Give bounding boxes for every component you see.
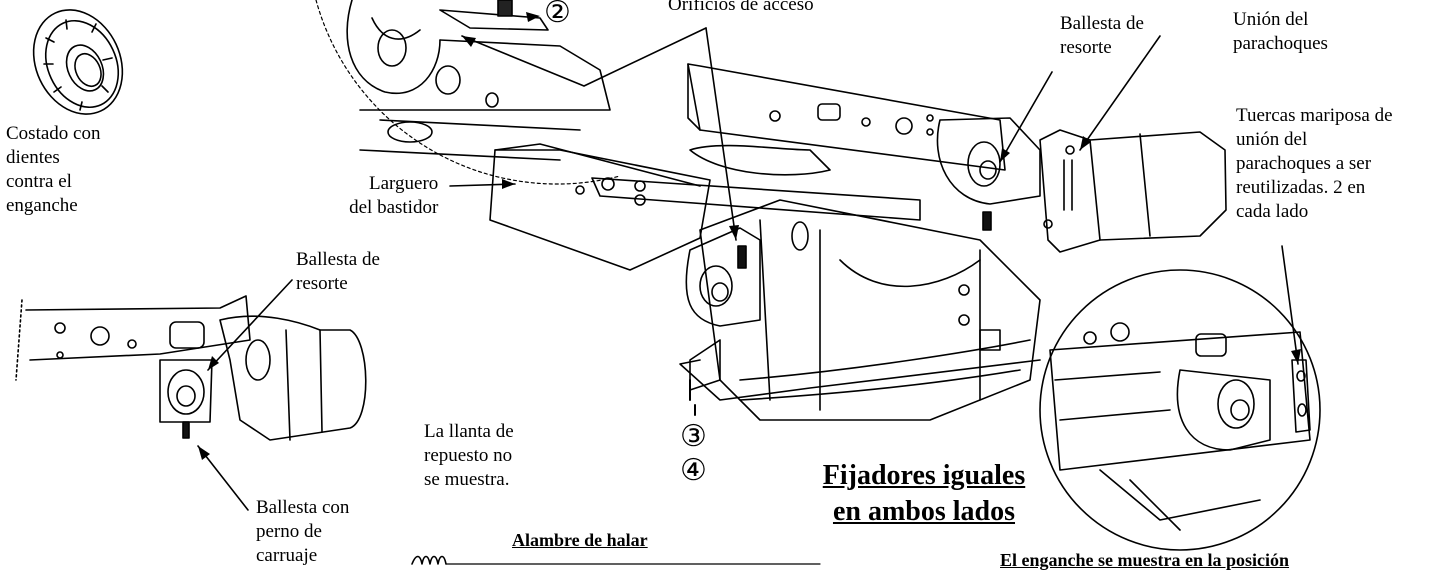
same-fasteners-title: Fijadores iguales en ambos lados bbox=[822, 460, 1026, 527]
spare-tire-note: La llanta de repuesto no se muestra. bbox=[424, 421, 514, 490]
bumper-union-label: Unión del parachoques bbox=[1233, 9, 1328, 54]
wing-nuts-label: Tuercas mariposa de unión del parachoque… bbox=[1236, 105, 1393, 222]
frame-rail-label: Larguero del bastidor bbox=[349, 173, 439, 218]
fish-wire-label: Alambre de halar bbox=[512, 530, 648, 550]
callout-4: ④ bbox=[680, 453, 707, 488]
hitch-position-note: El enganche se muestra en la posición bbox=[1000, 550, 1290, 570]
callout-2: ② bbox=[544, 0, 571, 30]
spring-leaf-label-top: Ballesta de resorte bbox=[1060, 13, 1144, 58]
side-view-drawing bbox=[15, 295, 367, 441]
arrow-heads bbox=[198, 12, 1301, 460]
toothed-washer-drawing bbox=[32, 9, 124, 115]
spring-leaf-label-left: Ballesta de resorte bbox=[296, 249, 380, 294]
carriage-bolt-label: Ballesta con perno de carruaje bbox=[256, 497, 350, 566]
callout-3: ③ bbox=[680, 419, 707, 454]
access-holes-detail bbox=[315, 0, 621, 185]
bumper-nut-detail bbox=[1039, 269, 1321, 551]
access-holes-label: Orificios de acceso bbox=[668, 0, 814, 15]
fish-wire-drawing bbox=[411, 555, 821, 565]
teeth-side-label: Costado con dientes contra el enganche bbox=[6, 123, 101, 216]
main-hitch-drawing bbox=[489, 63, 1227, 421]
